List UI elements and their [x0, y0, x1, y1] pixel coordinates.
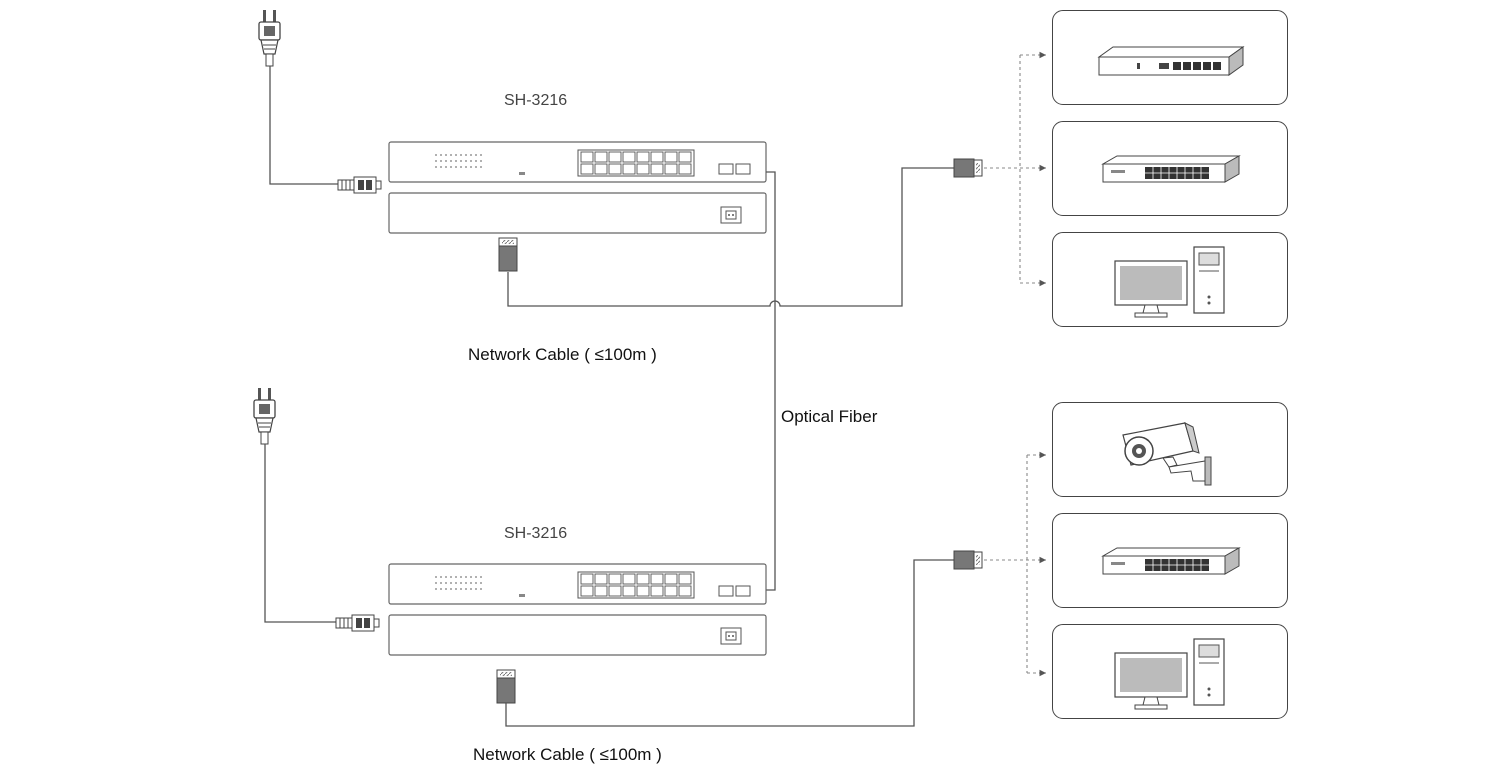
router-icon: [1097, 46, 1245, 76]
switch-rear-panel: [388, 192, 767, 234]
network-cable-line: [507, 167, 954, 307]
bottom-cable-label: Network Cable ( ≤100m ): [473, 745, 662, 764]
top-fanout-lines: [984, 51, 1046, 287]
computer-icon: [1114, 246, 1225, 318]
device-box-camera: [1052, 402, 1288, 497]
switch-rear-panel: [388, 614, 767, 656]
switch-front-panel: [388, 563, 767, 605]
switch-front-panel: [388, 141, 767, 183]
power-plug-icon: [258, 10, 281, 67]
iec-connector-icon: [337, 176, 382, 194]
device-box-switch: [1052, 513, 1288, 608]
power-cord: [269, 66, 338, 185]
computer-icon: [1114, 638, 1225, 710]
rj45-connector-icon: [953, 158, 983, 178]
device-box-switch: [1052, 121, 1288, 216]
device-box-computer: [1052, 624, 1288, 719]
optical-fiber-label: Optical Fiber: [781, 407, 878, 426]
camera-icon: [1122, 422, 1212, 486]
rj45-plug-icon: [498, 237, 518, 272]
top-cable-label: Network Cable ( ≤100m ): [468, 345, 657, 364]
device-box-computer: [1052, 232, 1288, 327]
network-cable-line: [505, 559, 954, 727]
power-cord: [264, 444, 336, 623]
iec-connector-icon: [335, 614, 380, 632]
switch-icon: [1101, 547, 1241, 575]
power-plug-icon: [253, 388, 276, 445]
top-model-label: SH-3216: [504, 92, 568, 109]
rj45-connector-icon: [953, 550, 983, 570]
bottom-model-label: SH-3216: [504, 525, 568, 542]
device-box-router: [1052, 10, 1288, 105]
optical-fiber-line: [766, 171, 776, 591]
rj45-plug-icon: [496, 669, 516, 704]
switch-icon: [1101, 155, 1241, 183]
bottom-fanout-lines: [984, 451, 1046, 677]
